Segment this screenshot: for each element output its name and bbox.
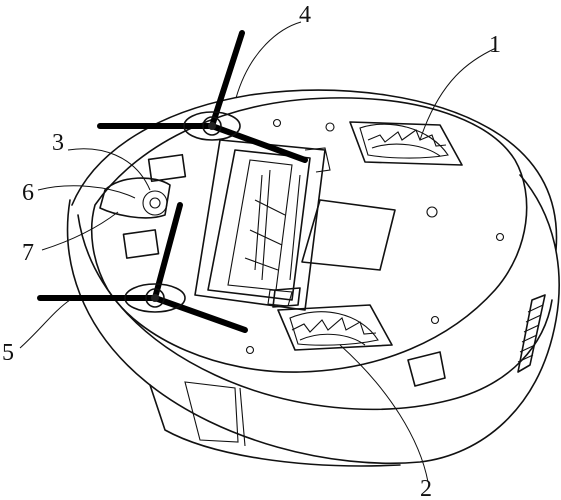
label-1: 1 bbox=[489, 32, 501, 58]
label-6: 6 bbox=[22, 180, 34, 206]
sensor-window-upper bbox=[147, 153, 187, 183]
label-4: 4 bbox=[299, 2, 311, 28]
sensor-window-lower bbox=[122, 229, 160, 259]
roller-brush-assembly bbox=[194, 139, 331, 311]
leader-lines bbox=[19, 21, 497, 483]
label-5: 5 bbox=[2, 340, 14, 366]
drive-wheel-left bbox=[277, 304, 393, 351]
bottom-plate bbox=[90, 97, 528, 373]
side-brush-upper bbox=[97, 30, 308, 163]
label-7: 7 bbox=[22, 240, 34, 266]
side-brush-lower bbox=[37, 202, 248, 333]
caster-wheel bbox=[99, 177, 171, 219]
label-2: 2 bbox=[420, 476, 432, 500]
charging-contact bbox=[407, 351, 446, 387]
battery-cover bbox=[301, 199, 396, 271]
brush-latch bbox=[272, 287, 301, 308]
robot-housing bbox=[66, 89, 560, 467]
drive-wheel-right bbox=[349, 121, 463, 166]
label-3: 3 bbox=[52, 130, 64, 156]
side-vent bbox=[517, 294, 546, 373]
